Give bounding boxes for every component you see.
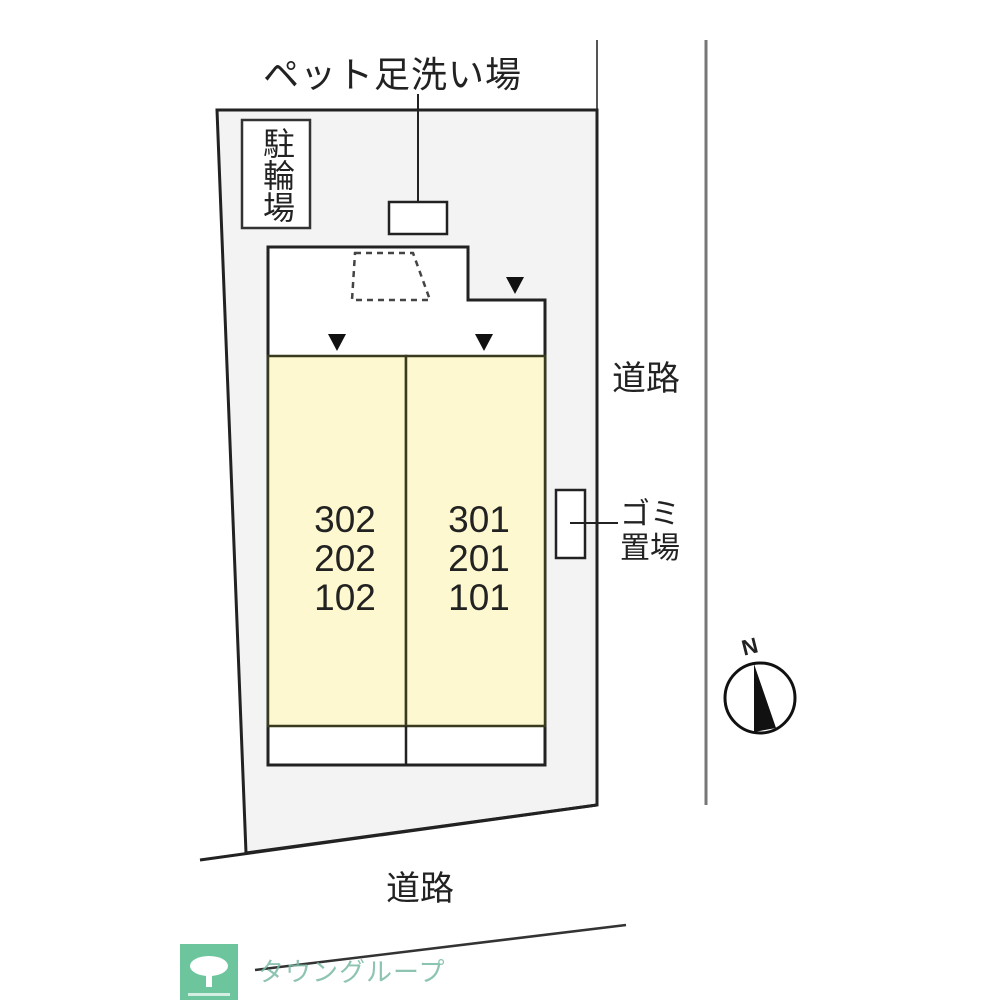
- brand-name: タウングループ: [258, 958, 446, 988]
- triangle-down-icon: [475, 334, 493, 351]
- unit-block-01: [404, 354, 547, 728]
- dashed-area: [350, 251, 432, 302]
- unit-number: 302: [314, 499, 376, 540]
- triangle-down-icon: [328, 334, 346, 351]
- unit-number: 101: [448, 577, 510, 618]
- bicycle-parking-label: 駐輪場: [244, 122, 310, 228]
- road-label-bottom: 道路: [386, 869, 454, 909]
- unit-number: 202: [314, 538, 376, 579]
- unit-block-02: [266, 354, 408, 728]
- road-label-right: 道路: [612, 359, 680, 399]
- tree-icon: [188, 956, 230, 996]
- road-edge-bottom-lower: [254, 923, 627, 972]
- garbage-area-label: ゴミ 置場: [620, 498, 680, 566]
- unit-number: 301: [448, 499, 510, 540]
- bicycle-parking-area: [240, 118, 312, 230]
- unit-number: 102: [314, 577, 376, 618]
- unit-numbers-right: 301 201 101: [434, 500, 524, 617]
- road-edge-bottom-upper: [199, 803, 598, 862]
- garbage-label-line2: 置場: [620, 531, 680, 566]
- bicycle-parking-text: 駐輪場: [258, 127, 296, 223]
- unit-number: 201: [448, 538, 510, 579]
- unit-numbers-left: 302 202 102: [300, 500, 390, 617]
- north-arrow-icon: [723, 661, 797, 735]
- garbage-label-line1: ゴミ: [620, 497, 680, 532]
- triangle-down-icon: [506, 277, 524, 294]
- pet-foot-wash-area: [387, 200, 449, 236]
- pet-foot-wash-label: ペット足洗い場: [263, 55, 523, 96]
